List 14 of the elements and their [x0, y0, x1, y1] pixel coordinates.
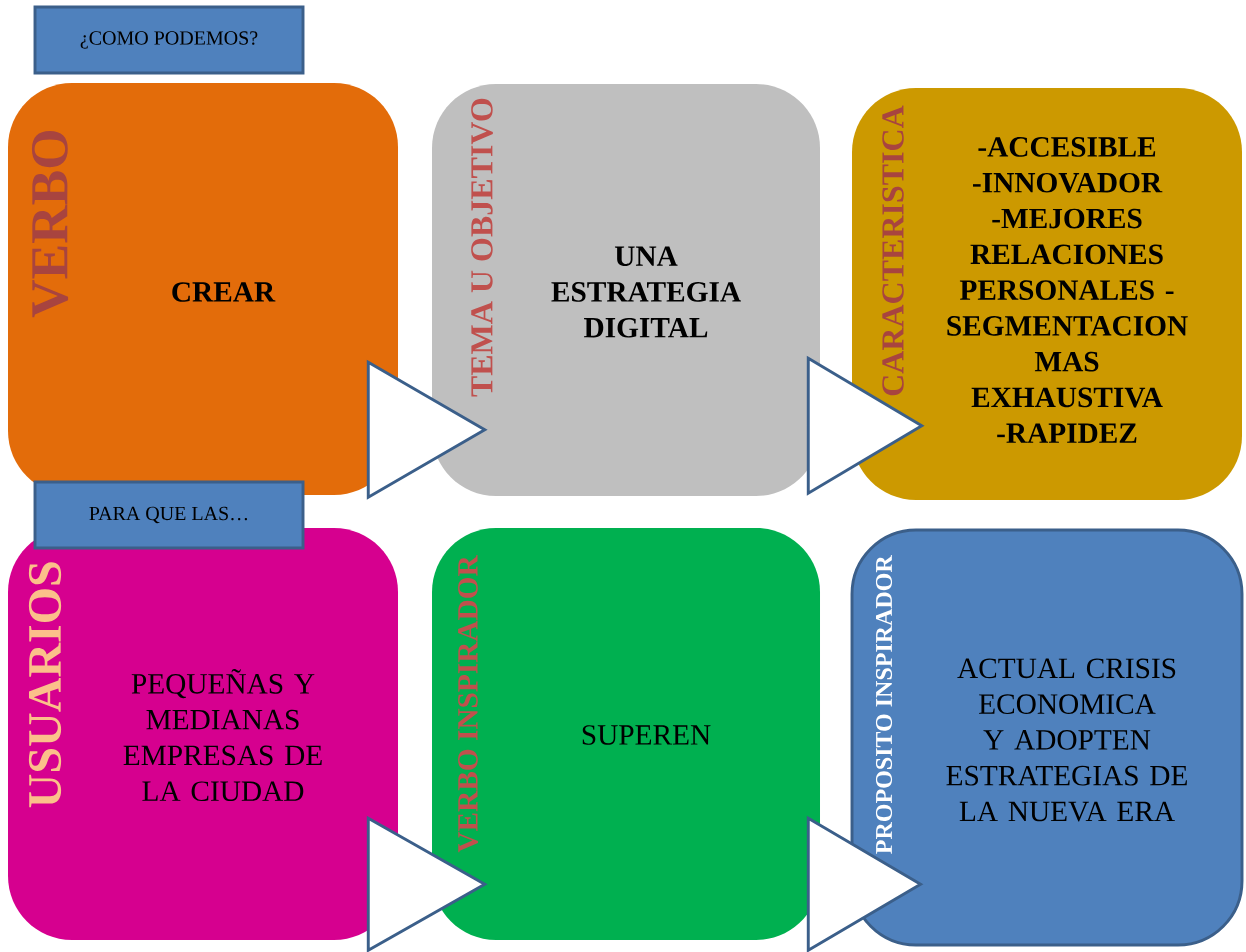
card-text: UNA ESTRATEGIA DIGITAL	[551, 246, 741, 338]
vertical-heading: VERBO	[31, 130, 69, 318]
card-text: ACTUAL CRISIS ECONOMICA Y ADOPTEN ESTRATEGIAS DE LA NUEVA ERA	[946, 658, 1187, 822]
vertical-heading: TEMA U OBJETIVO	[471, 98, 493, 397]
vertical-heading: USUARIOS	[28, 562, 62, 808]
vertical-heading: CARACTERISTICA	[882, 105, 904, 396]
vertical-heading: PROPOSITO INSPIRADOR	[875, 555, 893, 854]
card-text: SUPEREN	[582, 725, 711, 745]
label-box: PARA QUE LAS…	[33, 480, 305, 550]
card-text: CREAR	[172, 282, 276, 302]
card-text: PEQUEÑAS Y MEDIANAS EMPRESAS DE LA CIUDAD	[123, 668, 322, 802]
card-text: -ACCESIBLE -INNOVADOR -MEJORES RELACIONES PERSONALES -SEGMENTACION MAS EXHAUSTIVA -RAPIDEZ	[947, 137, 1188, 443]
vertical-heading: VERBO INSPIRADOR	[458, 555, 478, 853]
label-box: ¿COMO PODEMOS?	[33, 5, 305, 75]
